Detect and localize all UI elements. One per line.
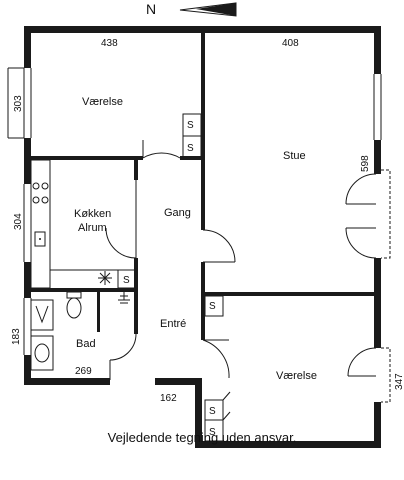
interior-walls (31, 33, 374, 340)
dimension-top-left: 438 (101, 38, 118, 49)
dimension-top-right: 408 (282, 38, 299, 49)
kitchen-fixtures (30, 159, 118, 289)
room-label-entre: Entré (160, 318, 186, 330)
room-label-stue: Stue (283, 150, 306, 162)
room-label-alrum: Alrum (78, 222, 107, 234)
closet-label: S (123, 275, 130, 286)
bath-fixtures (30, 291, 130, 371)
dimension-entry-width: 162 (160, 393, 177, 404)
room-label-gang: Gang (164, 207, 191, 219)
dimension-stue-side: 598 (360, 155, 371, 172)
dimension-kitchen-side: 304 (13, 213, 24, 230)
dimension-bath-width: 269 (75, 366, 92, 377)
balcony-outlines (381, 169, 391, 403)
closet-label: S (209, 301, 216, 312)
north-label: N (146, 1, 156, 17)
dimension-left-window: 303 (13, 95, 24, 112)
disclaimer-text: Vejledende tegning uden ansvar. (107, 430, 297, 445)
room-label-vaerelse-top: Værelse (82, 96, 123, 108)
room-label-koekken: Køkken (74, 208, 111, 220)
dimension-bath-side: 183 (11, 328, 22, 345)
room-label-vaerelse-bottom: Værelse (276, 370, 317, 382)
closet-label: S (187, 120, 194, 131)
room-label-bad: Bad (76, 338, 96, 350)
closet-label: S (209, 406, 216, 417)
windows (7, 67, 382, 355)
closet-label: S (209, 427, 216, 438)
closets (117, 113, 231, 442)
closet-label: S (187, 143, 194, 154)
doors (105, 140, 377, 380)
walls (24, 26, 381, 448)
dimension-bottom-room-side: 347 (394, 373, 404, 390)
